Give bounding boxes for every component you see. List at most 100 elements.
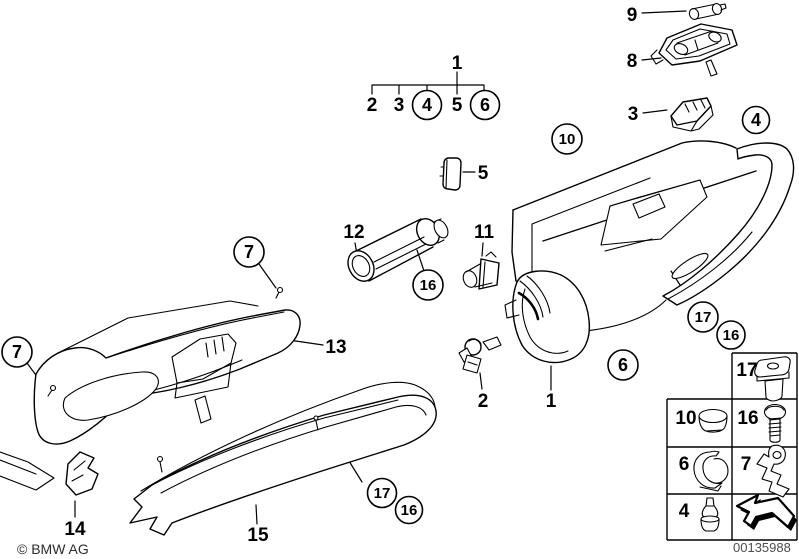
callout-4-top-right[interactable]: 4 <box>743 107 770 134</box>
label-1[interactable]: 1 <box>546 391 557 412</box>
label-14[interactable]: 14 <box>64 519 86 540</box>
legend-cell-6[interactable]: 6 <box>679 451 728 491</box>
striker-top <box>671 98 711 125</box>
cover-cap-drawing[interactable] <box>440 158 461 190</box>
callout-10[interactable]: 10 <box>552 124 582 154</box>
callout-text: 4 <box>751 110 761 130</box>
callout-text: 16 <box>723 327 740 344</box>
trim-panel-lower-drawing[interactable] <box>130 382 436 535</box>
glovebox-lid-drawing[interactable] <box>505 271 589 363</box>
callout-16-mid[interactable]: 16 <box>413 270 443 300</box>
callout-6-lid[interactable]: 6 <box>608 350 638 380</box>
socket-body <box>479 259 499 289</box>
label-group-5[interactable]: 5 <box>452 95 463 116</box>
glovebox-lid-panel-drawing[interactable] <box>663 143 794 305</box>
trim-panel-upper-drawing[interactable] <box>34 288 300 445</box>
legend-cell-17[interactable]: 17 <box>736 357 790 401</box>
lid-inner-lip <box>522 289 568 353</box>
drawing-number: 00135988 <box>733 540 791 555</box>
clip2-head-arc <box>469 339 481 344</box>
callout-7-upper[interactable]: 7 <box>234 237 264 267</box>
legend-cell-arrow[interactable] <box>737 495 797 531</box>
lid-hinge-arm <box>505 300 519 318</box>
panel15-band <box>130 395 436 535</box>
callout-circle <box>743 107 770 134</box>
callout-7-lower[interactable]: 7 <box>2 337 32 367</box>
callout-text: 6 <box>480 95 490 115</box>
panel13-inner-top <box>106 312 284 358</box>
retaining-clip-2-drawing[interactable] <box>459 337 501 373</box>
socket-links <box>466 252 496 287</box>
callout-text: 6 <box>618 355 628 375</box>
label-3[interactable]: 3 <box>628 104 639 125</box>
callout-circle <box>552 124 582 154</box>
callout-text: 10 <box>559 131 576 148</box>
lock-striker-drawing[interactable] <box>671 98 713 131</box>
panel13-slot <box>195 396 211 423</box>
callout-16-lower[interactable]: 16 <box>396 497 423 524</box>
lamp-lens-end <box>673 42 690 57</box>
label-13[interactable]: 13 <box>325 337 346 358</box>
label-11[interactable]: 11 <box>474 222 495 243</box>
panel15-pin-a-head <box>158 457 163 462</box>
bulb-body <box>692 4 719 19</box>
leader-15 <box>256 505 257 524</box>
legend-cell-10[interactable]: 10 <box>675 408 727 432</box>
label-2[interactable]: 2 <box>478 391 489 412</box>
label-8[interactable]: 8 <box>627 51 638 72</box>
callout-text: 17 <box>695 309 712 326</box>
callout-circle <box>471 91 500 120</box>
striker-sides <box>671 106 713 131</box>
callout-16-right[interactable]: 16 <box>717 321 745 349</box>
clip2-body-line <box>468 362 477 365</box>
panel13-pin-lower <box>48 390 52 396</box>
leader-11 <box>482 243 483 256</box>
legend-part-number: 7 <box>741 454 752 475</box>
panel13-band <box>34 310 300 444</box>
leader-8 <box>642 58 661 60</box>
callout-circle <box>717 321 745 349</box>
callout-6-group[interactable]: 6 <box>471 91 500 120</box>
panel15-inner-top <box>152 400 398 485</box>
callout-text: 16 <box>420 277 437 294</box>
socket-line <box>483 262 485 287</box>
callout-17-right[interactable]: 17 <box>688 302 718 332</box>
label-group-1[interactable]: 1 <box>452 53 463 74</box>
label-15[interactable]: 15 <box>247 525 269 546</box>
festoon-bulb-drawing[interactable] <box>688 2 726 20</box>
cap-fold <box>440 160 447 188</box>
cylinder-flange-left-inner <box>349 253 373 280</box>
lid-panel-outline <box>663 143 794 305</box>
label-9[interactable]: 9 <box>627 5 638 26</box>
bracket14-outline <box>66 452 98 495</box>
screw-icon <box>765 405 786 443</box>
legend-part-number: 17 <box>736 360 757 381</box>
legend-cell-16[interactable]: 16 <box>737 405 785 443</box>
part-12-cylinder-drawing[interactable] <box>343 215 451 286</box>
callout-text: 16 <box>401 502 418 519</box>
lamp-lens-body <box>677 31 718 55</box>
striker-ribs <box>685 100 705 112</box>
lid-hinge-harness <box>520 276 550 317</box>
label-5[interactable]: 5 <box>478 163 489 184</box>
label-12[interactable]: 12 <box>343 222 364 243</box>
callout-4-group[interactable]: 4 <box>413 91 442 120</box>
lid-harness-thick <box>519 293 538 319</box>
dash-edge-fragment-drawing <box>0 452 54 490</box>
bulb-socket-drawing[interactable] <box>461 252 499 289</box>
legend-cell-4[interactable]: 4 <box>679 498 719 531</box>
part-number-labels: 1 2 3 5 9 8 3 5 12 11 13 2 1 14 15 <box>64 5 638 546</box>
label-group-3[interactable]: 3 <box>394 95 405 116</box>
callout-circle <box>413 270 443 300</box>
legend-part-number: 16 <box>737 408 758 429</box>
callout-17-lower[interactable]: 17 <box>368 479 397 508</box>
glovebox-housing-drawing[interactable] <box>512 141 756 331</box>
legend-table: 17 10 16 <box>667 353 797 540</box>
bracket-14-drawing[interactable] <box>66 452 98 495</box>
label-group-2[interactable]: 2 <box>367 95 378 116</box>
legend-cell-7[interactable]: 7 <box>741 445 789 497</box>
glovebox-lamp-drawing[interactable] <box>651 24 737 76</box>
latch-tab <box>633 194 665 218</box>
cylinder-cap <box>431 218 451 240</box>
leader-2 <box>480 373 482 389</box>
